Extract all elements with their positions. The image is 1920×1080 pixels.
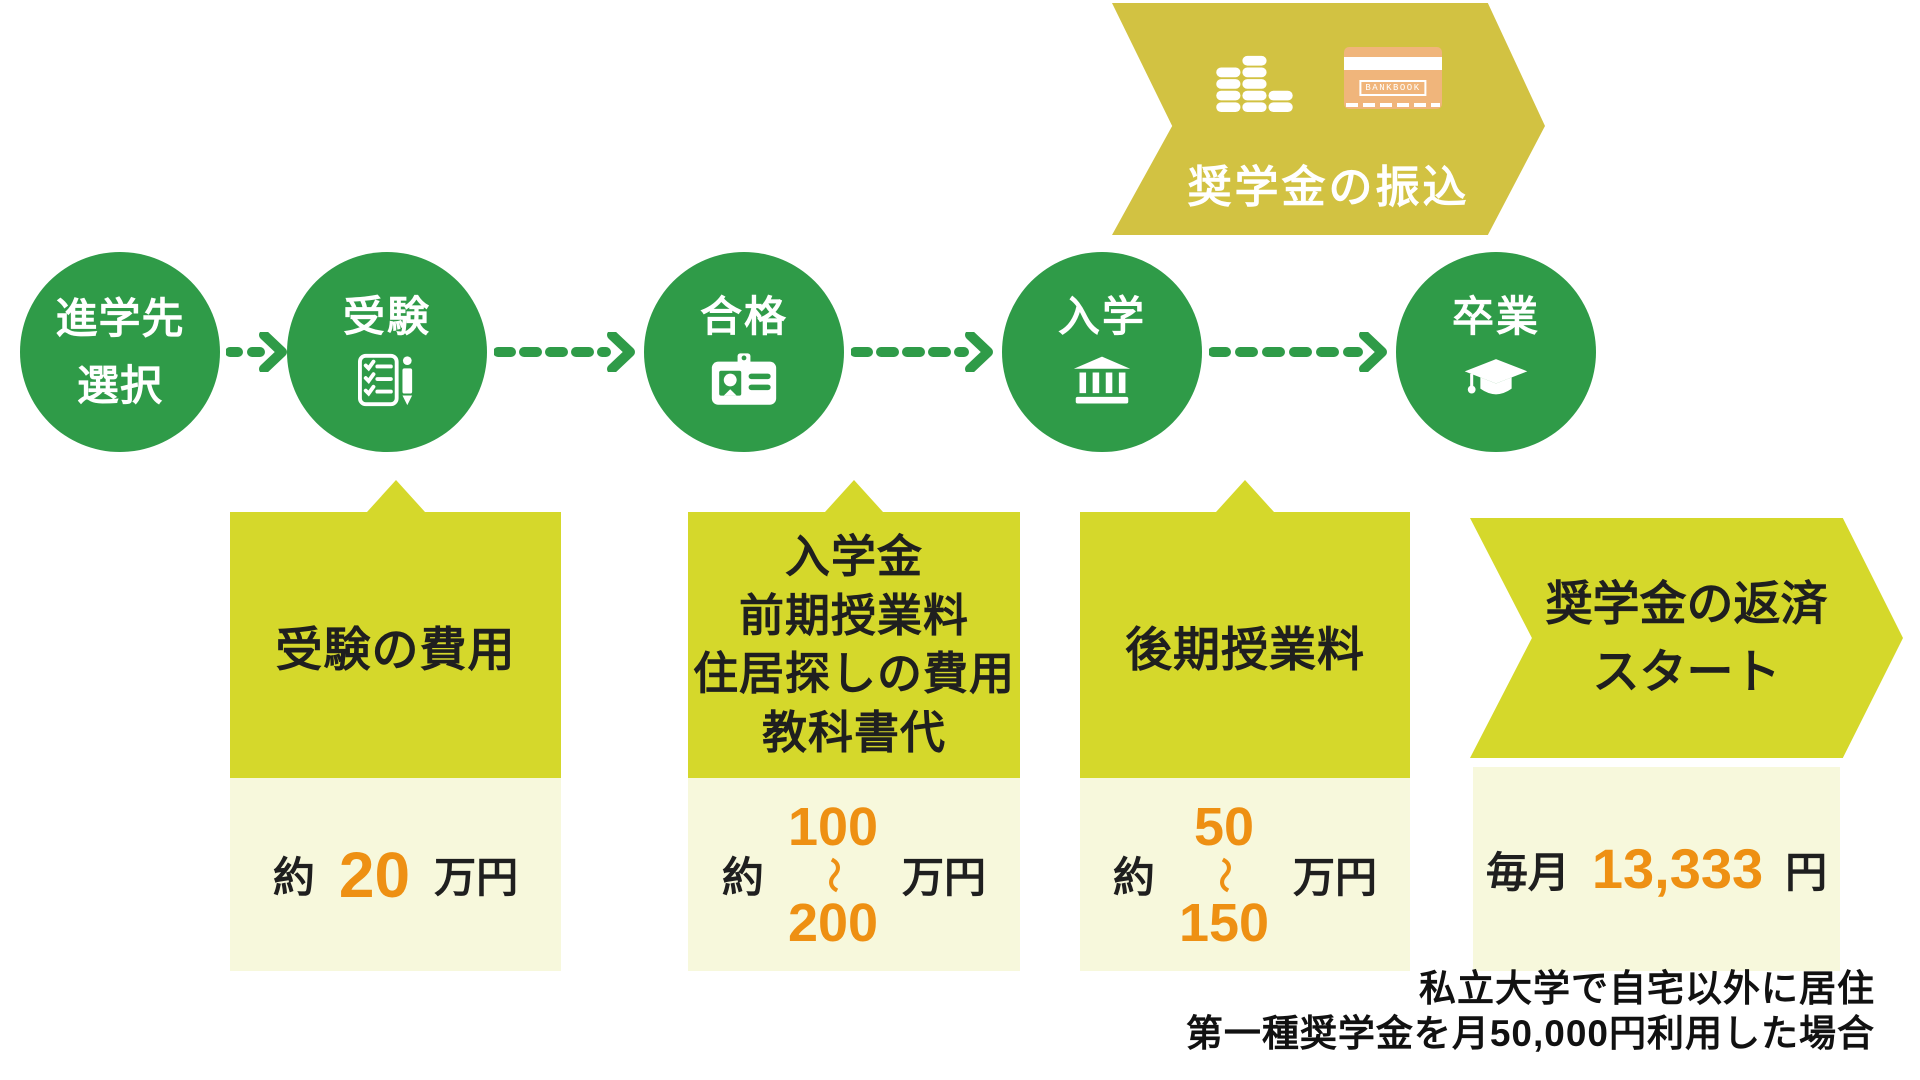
box-title-text: 受験の費用	[275, 622, 516, 676]
bankbook-stripe	[1344, 57, 1442, 70]
scholarship-deposit-banner: BANKBOOK 奨学金の振込	[1112, 3, 1545, 235]
checklist-icon	[358, 352, 416, 408]
arrow-2	[494, 332, 635, 372]
coins-icon	[1216, 55, 1293, 113]
box-pointer	[1216, 480, 1274, 512]
amount-number: 13,333	[1591, 837, 1764, 900]
amount-prefix: 約	[721, 854, 764, 901]
box-title-line: 住居探しの費用	[692, 648, 1015, 699]
cost-box-exam: 受験の費用 約 20 万円	[230, 480, 561, 971]
step-label: 合格	[699, 293, 788, 340]
arrow-3	[851, 332, 993, 372]
id-card-icon	[710, 352, 778, 408]
box-amount: 約 50 〜 150 万円	[1080, 778, 1410, 971]
range-tilde: 〜	[1203, 856, 1245, 893]
graduation-cap-icon	[1463, 352, 1529, 408]
step-school-selection: 進学先 選択	[20, 252, 220, 452]
box-title-line: 入学金	[784, 531, 923, 582]
step-pass: 合格	[644, 252, 844, 452]
amount-unit: 万円	[434, 854, 519, 901]
step-label: 卒業	[1451, 293, 1540, 340]
arrow-1	[226, 332, 287, 372]
amount-from: 100	[787, 796, 879, 857]
step-exam: 受験	[287, 252, 487, 452]
amount-number: 20	[338, 838, 411, 911]
step-label: 受験	[342, 293, 431, 340]
step-label: 入学	[1057, 293, 1146, 340]
box-title: 受験の費用	[230, 512, 561, 778]
repayment-line: 奨学金の返済	[1545, 576, 1828, 630]
box-title: 入学金 前期授業料 住居探しの費用 教科書代	[688, 512, 1020, 778]
bankbook-pages	[1346, 103, 1440, 107]
footnote-line: 私立大学で自宅以外に居住	[1419, 968, 1875, 1009]
box-amount: 約 100 〜 200 万円	[688, 778, 1020, 971]
cost-box-entrance: 入学金 前期授業料 住居探しの費用 教科書代 約 100 〜 200 万円	[688, 480, 1020, 971]
footnote: 私立大学で自宅以外に居住 第一種奨学金を月50,000円利用した場合	[1186, 966, 1875, 1056]
amount-prefix: 毎月	[1485, 848, 1570, 896]
step-graduation: 卒業	[1396, 252, 1596, 452]
amount-prefix: 約	[1112, 854, 1155, 901]
repayment-amount: 毎月 13,333 円	[1473, 767, 1840, 971]
cost-box-tuition: 後期授業料 約 50 〜 150 万円	[1080, 480, 1410, 971]
box-title-line: 前期授業料	[738, 589, 969, 641]
box-title: 後期授業料	[1080, 512, 1410, 778]
amount-from: 50	[1193, 796, 1255, 857]
banner-icons: BANKBOOK	[1112, 47, 1545, 113]
banner-label: 奨学金の振込	[1187, 163, 1470, 212]
bank-icon	[1072, 352, 1132, 408]
repayment-line: スタート	[1592, 645, 1781, 698]
step-label: 進学先	[55, 294, 185, 342]
amount-unit: 万円	[902, 854, 987, 901]
step-label: 選択	[76, 362, 163, 409]
amount-unit: 円	[1785, 848, 1828, 896]
step-enrollment: 入学	[1002, 252, 1202, 452]
range-tilde: 〜	[812, 856, 854, 893]
amount-prefix: 約	[272, 854, 315, 901]
amount-range: 50 〜 150	[1179, 800, 1269, 950]
box-title-text: 後期授業料	[1125, 622, 1365, 676]
box-title-line: 教科書代	[761, 706, 946, 758]
repayment-start-banner: 奨学金の返済 スタート	[1470, 518, 1903, 758]
box-pointer	[825, 480, 883, 512]
box-amount: 約 20 万円	[230, 778, 561, 971]
arrow-4	[1209, 332, 1387, 372]
bankbook-label: BANKBOOK	[1359, 80, 1427, 96]
footnote-line: 第一種奨学金を月50,000円利用した場合	[1185, 1013, 1875, 1055]
amount-range: 100 〜 200	[788, 800, 878, 950]
bankbook-icon: BANKBOOK	[1344, 47, 1442, 109]
amount-unit: 万円	[1293, 854, 1378, 901]
amount-to: 150	[1178, 892, 1270, 953]
box-pointer	[366, 480, 425, 512]
amount-to: 200	[787, 892, 879, 953]
